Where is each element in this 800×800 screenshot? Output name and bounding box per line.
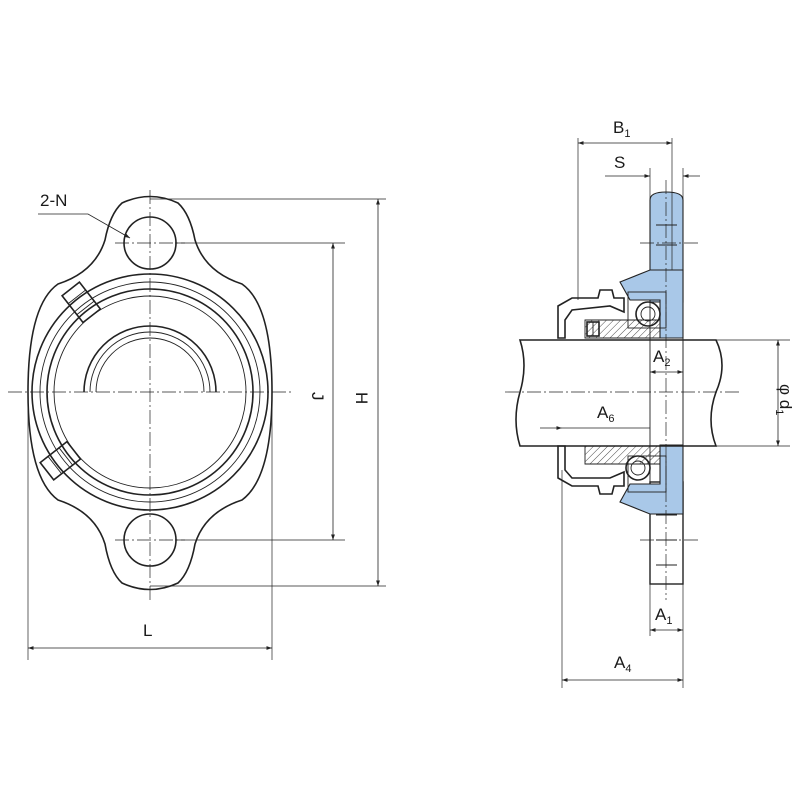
height-label: H	[352, 392, 371, 404]
ball-lower	[625, 455, 651, 481]
holes-leader	[38, 213, 131, 239]
a4-label: A4	[614, 653, 631, 675]
s-label: S	[614, 153, 625, 172]
a6-label: A6	[597, 403, 614, 425]
housing-seat-lower	[619, 444, 684, 515]
flange-outline	[27, 195, 273, 591]
bore-arc-3	[95, 337, 205, 393]
bolt-spacing-label: J	[308, 392, 327, 401]
holes-label: 2-N	[40, 191, 67, 210]
a1-label: A1	[655, 605, 672, 627]
set-screw-lower	[39, 440, 82, 482]
side-view	[505, 180, 740, 600]
seal-cover-lower	[557, 445, 625, 495]
a2-label: A2	[653, 347, 670, 369]
seal-cover-upper	[557, 289, 625, 339]
side-labels: B1 S A2 A6 φ d1 A1 A4	[597, 118, 795, 675]
length-label: L	[143, 621, 152, 640]
shaft	[515, 339, 723, 447]
d1-label: φ d1	[773, 384, 795, 415]
b1-label: B1	[613, 118, 630, 140]
front-dimensions	[27, 198, 386, 660]
side-dimensions	[540, 138, 790, 688]
housing-seat-upper	[619, 269, 684, 339]
ball-upper	[635, 301, 661, 327]
set-screw-upper	[60, 281, 102, 324]
front-view	[8, 190, 292, 600]
front-labels: 2-N L J H	[40, 191, 371, 640]
